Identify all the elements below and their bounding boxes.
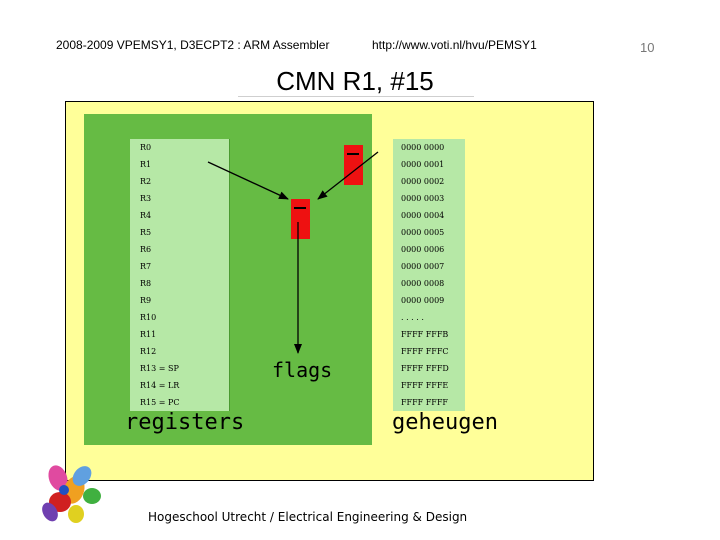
register-cell: R7 [130, 258, 230, 275]
memory-cell: FFFF FFFC [393, 343, 465, 360]
memory-cell: 0000 0001 [393, 156, 465, 173]
register-cell: R5 [130, 224, 230, 241]
memory-cell: FFFF FFFF [393, 394, 465, 411]
register-cell: R11 [130, 326, 230, 343]
register-cell: R9 [130, 292, 230, 309]
memory-cell: 0000 0007 [393, 258, 465, 275]
title-underline [238, 96, 474, 97]
register-cell: R10 [130, 309, 230, 326]
registers-label: registers [125, 410, 245, 435]
url-header: http://www.voti.nl/hvu/PEMSY1 [372, 38, 537, 52]
memory-cell: 0000 0000 [393, 139, 465, 156]
course-header: 2008-2009 VPEMSY1, D3ECPT2 : ARM Assembl… [56, 38, 330, 52]
register-cell: R3 [130, 190, 230, 207]
register-cell: R2 [130, 173, 230, 190]
register-cell: R8 [130, 275, 230, 292]
arrow-memory-to-alu [317, 151, 379, 200]
memory-cell: 0000 0002 [393, 173, 465, 190]
arrow-register-to-alu [207, 161, 289, 200]
memory-cell: 0000 0009 [393, 292, 465, 309]
memory-cell: FFFF FFFD [393, 360, 465, 377]
register-cell: R0 [130, 139, 230, 156]
memory-cell: FFFF FFFE [393, 377, 465, 394]
memory-cell: 0000 0003 [393, 190, 465, 207]
page-number: 10 [640, 40, 655, 55]
register-cell: R13 = SP [130, 360, 230, 377]
register-cell: R1 [130, 156, 230, 173]
footer-text: Hogeschool Utrecht / Electrical Engineer… [148, 510, 468, 524]
register-cell: R12 [130, 343, 230, 360]
register-cell: R4 [130, 207, 230, 224]
slide-title: CMN R1, #15 [276, 66, 434, 96]
memory-cell: 0000 0006 [393, 241, 465, 258]
memory-cell: FFFF FFFB [393, 326, 465, 343]
minus-operator-alu [291, 199, 310, 239]
register-cell: R14 = LR [130, 377, 230, 394]
memory-cell: 0000 0008 [393, 275, 465, 292]
register-cell: R15 = PC [130, 394, 230, 411]
school-logo [42, 465, 101, 523]
register-cell: R6 [130, 241, 230, 258]
memory-cell: 0000 0005 [393, 224, 465, 241]
memory-cell: . . . . . [393, 309, 465, 326]
memory-cell: 0000 0004 [393, 207, 465, 224]
flags-label: flags [272, 358, 333, 382]
memory-label: geheugen [392, 410, 498, 435]
